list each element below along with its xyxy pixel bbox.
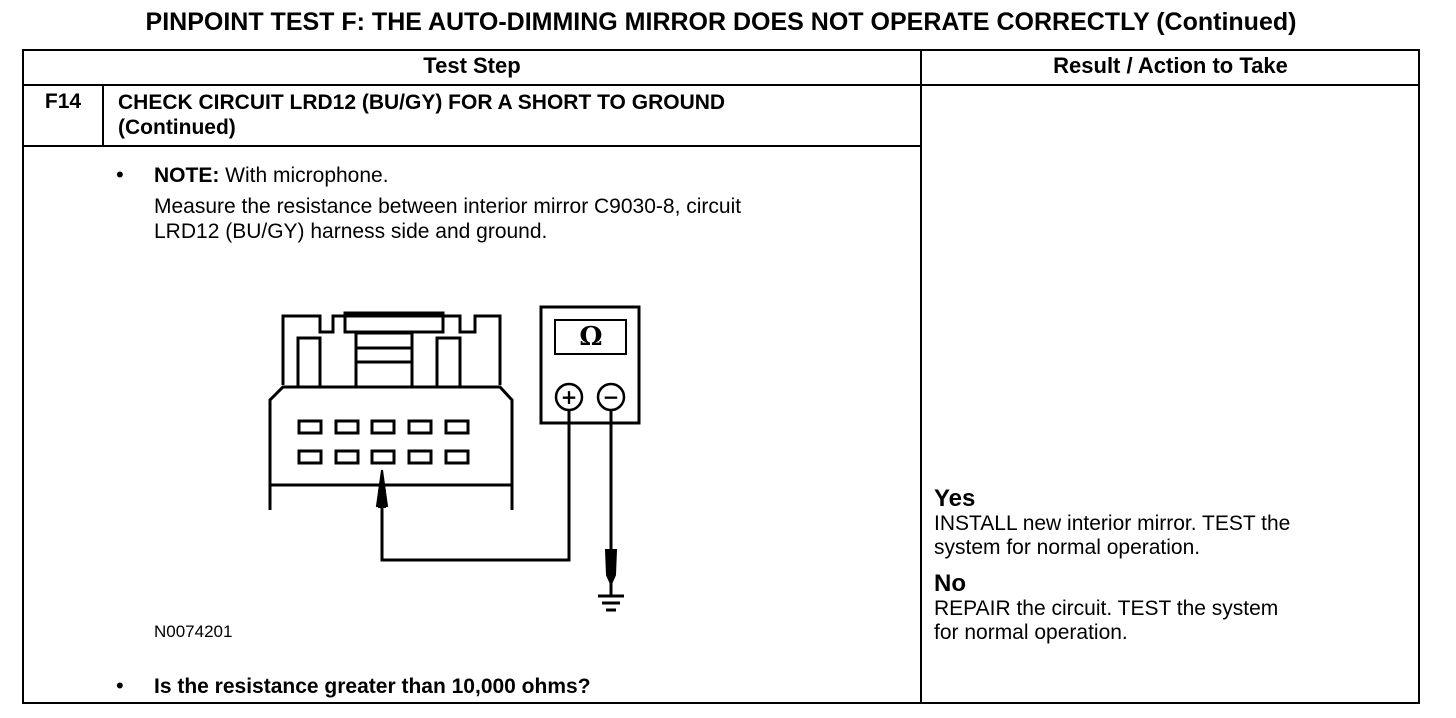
step-title: CHECK CIRCUIT LRD12 (BU/GY) FOR A SHORT … (118, 90, 898, 140)
test-question: Is the resistance greater than 10,000 oh… (154, 675, 591, 698)
result-yes: Yes INSTALL new interior mirror. TEST th… (934, 486, 1404, 560)
result-answer: Yes (934, 485, 976, 512)
result-answer: No (934, 570, 966, 597)
column-header-result: Result / Action to Take (1053, 53, 1288, 78)
bullet: • (116, 673, 124, 698)
result-no: No REPAIR the circuit. TEST the system f… (934, 571, 1404, 645)
note-text: With microphone. (219, 164, 389, 187)
header-rule (22, 84, 1420, 86)
step-id: F14 (44, 90, 82, 113)
figure-id: N0074201 (154, 622, 233, 641)
result-action: INSTALL new interior mirror. TEST the (934, 512, 1291, 535)
instruction-line: Measure the resistance between interior … (154, 195, 742, 218)
result-action: for normal operation. (934, 621, 1128, 644)
page-title: PINPOINT TEST F: THE AUTO-DIMMING MIRROR… (145, 8, 1297, 36)
step-title-rule (22, 145, 922, 147)
step-title-line: CHECK CIRCUIT LRD12 (BU/GY) FOR A SHORT … (118, 91, 726, 114)
column-header-test-step: Test Step (423, 53, 521, 78)
test-table (22, 49, 1420, 704)
result-action: system for normal operation. (934, 536, 1201, 559)
column-divider (920, 49, 922, 704)
result-action: REPAIR the circuit. TEST the system (934, 597, 1279, 620)
step-id-divider (102, 84, 104, 146)
note-label: NOTE: (154, 164, 220, 187)
step-title-line: (Continued) (118, 116, 236, 139)
note: NOTE: With microphone. (154, 163, 389, 188)
instruction-line: LRD12 (BU/GY) harness side and ground. (154, 220, 548, 243)
bullet: • (116, 162, 124, 187)
